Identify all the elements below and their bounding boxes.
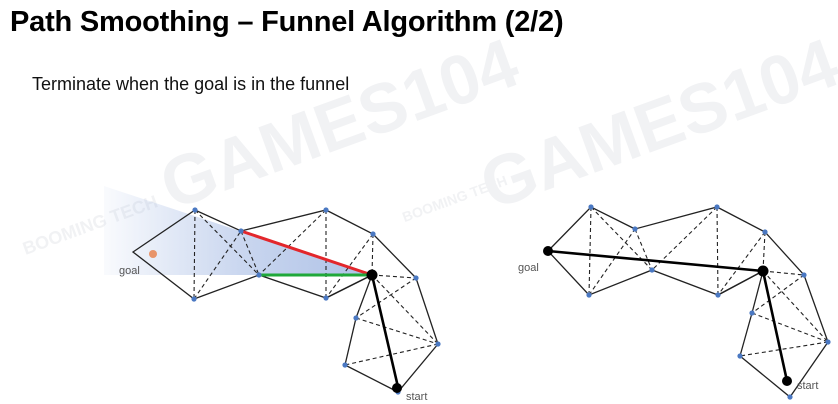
- goal-point: [149, 250, 157, 258]
- start-label: start: [797, 380, 818, 392]
- funnel-left-edge: [240, 229, 373, 277]
- navmesh-vertices: [191, 207, 441, 395]
- goal-label: goal: [119, 265, 140, 277]
- slide-subtitle: Terminate when the goal is in the funnel: [32, 74, 350, 94]
- apex-point: [366, 269, 378, 281]
- start-point: [392, 383, 402, 393]
- navmesh-vertices: [586, 204, 831, 400]
- navmesh-inner-edges: [193, 209, 439, 366]
- goal-point: [543, 246, 553, 256]
- left-funnel-diagram: goal start: [104, 186, 441, 403]
- goal-label: goal: [518, 262, 539, 274]
- apex-point: [757, 265, 769, 277]
- path-segment: [370, 274, 400, 388]
- navmesh-inner-edges: [588, 206, 829, 357]
- slide-title: Path Smoothing – Funnel Algorithm (2/2): [10, 6, 564, 38]
- start-point: [782, 376, 792, 386]
- right-funnel-diagram: goal start: [518, 204, 831, 400]
- start-label: start: [406, 391, 427, 403]
